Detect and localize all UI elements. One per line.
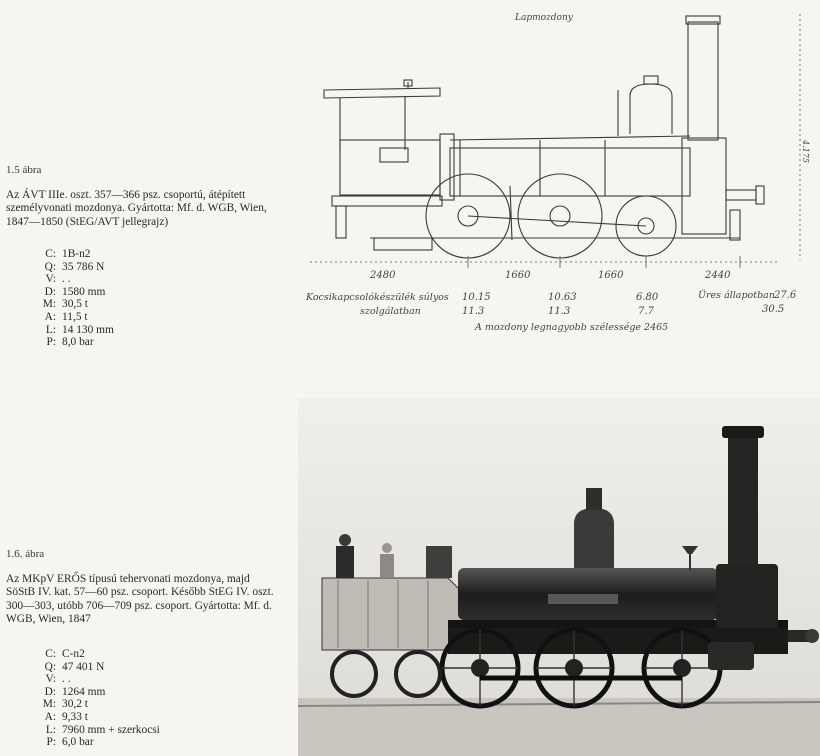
drawing-total-note: A mozdony legnagyobb szélessége 2465 <box>474 322 668 333</box>
spec-row: Q:47 401 N <box>44 660 105 673</box>
load-value: 6.80 <box>636 292 659 303</box>
figure-number: 1.5 ábra <box>6 164 42 176</box>
locomotive-photograph <box>298 398 820 756</box>
load-value: 7.7 <box>638 306 655 317</box>
load-value: 27.6 <box>773 290 797 301</box>
drawing-top-label: Lapmozdony <box>514 13 574 23</box>
load-value: 10.15 <box>462 292 491 303</box>
spec-row: V:. . <box>45 273 71 286</box>
spec-row: M:30,5 t <box>42 298 88 311</box>
spec-row: Q:35 786 N <box>44 260 105 273</box>
dimension-label: 2480 <box>369 270 396 281</box>
drawing-height-label: 4.175 <box>801 139 810 163</box>
figure-number: 1.6. ábra <box>6 548 45 560</box>
spec-row: A:11,5 t <box>44 310 88 323</box>
figure-1-6-caption: 1.6. ábra Az MKpV ERŐS típusú tehervonat… <box>6 548 276 627</box>
spec-row: L:7960 mm + szerkocsi <box>45 723 160 736</box>
dimension-label: 1660 <box>505 270 531 281</box>
spec-row: M:30,2 t <box>42 698 88 711</box>
figure-description: Az ÁVT IIIe. oszt. 357—366 psz. csoportú… <box>6 188 267 228</box>
dimension-label: 2440 <box>704 270 731 281</box>
drawing-note: Üres állapotban <box>698 289 775 301</box>
figure-1-5-caption: 1.5 ábra Az ÁVT IIIe. oszt. 357—366 psz.… <box>6 164 276 229</box>
spec-row: C:1B-n2 <box>45 248 91 260</box>
load-value: 11.3 <box>548 306 570 317</box>
specs-table-1-6: C:C-n2 Q:47 401 N V:. . D:1264 mm M:30,2… <box>22 648 160 749</box>
load-value: 30.5 <box>762 304 784 315</box>
specs-table-1-5: C:1B-n2 Q:35 786 N V:. . D:1580 mm M:30,… <box>22 248 114 349</box>
figure-description: Az MKpV ERŐS típusú tehervonati mozdonya… <box>6 572 274 626</box>
load-value: 11.3 <box>462 306 484 317</box>
spec-row: D:1264 mm <box>44 685 106 698</box>
spec-row: C:C-n2 <box>45 648 85 660</box>
spec-row: A:9,33 t <box>44 710 88 723</box>
spec-row: P:6,0 bar <box>46 736 94 749</box>
spec-row: P:8,0 bar <box>46 336 94 349</box>
spec-row: D:1580 mm <box>44 285 106 298</box>
spec-row: L:14 130 mm <box>45 323 114 336</box>
load-value: 10.63 <box>548 292 577 303</box>
spec-row: V:. . <box>45 673 71 686</box>
drawing-note: Kocsikapcsolókészülék súlyos <box>305 292 449 303</box>
drawing-note: szolgálatban <box>360 306 421 317</box>
locomotive-line-drawing: Lapmozdony 4.175 2480 1660 1660 2440 Koc… <box>305 13 810 333</box>
dimension-label: 1660 <box>598 270 624 281</box>
